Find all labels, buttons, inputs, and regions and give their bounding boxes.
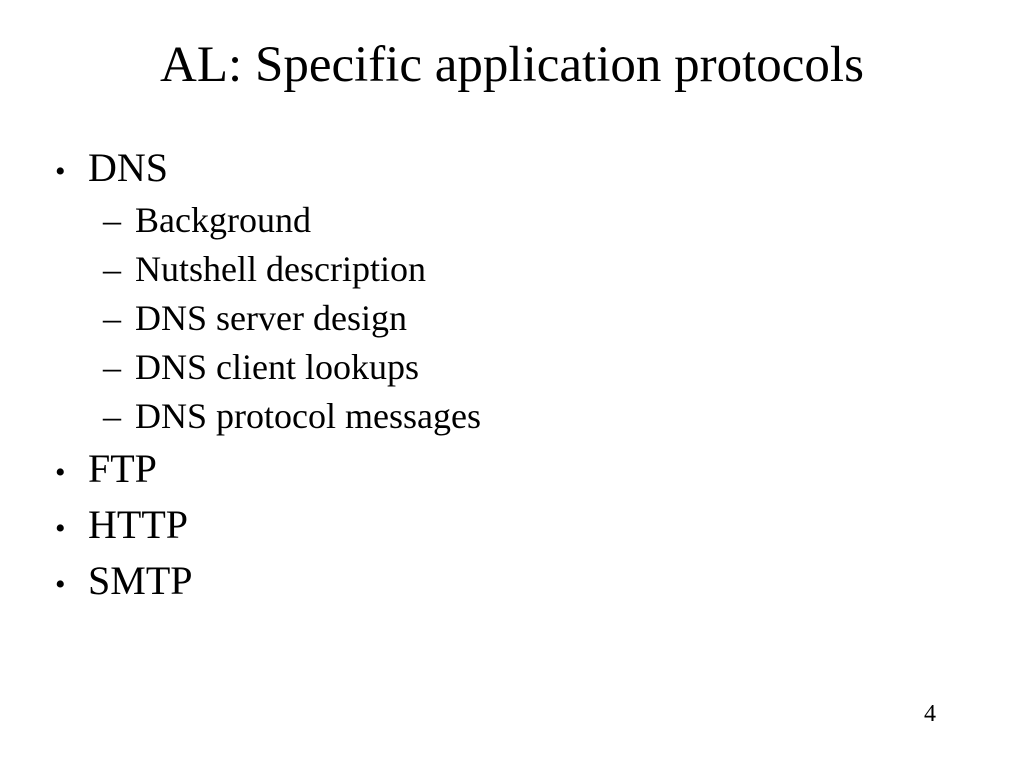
sub-item-dns-client-lookups: – DNS client lookups: [55, 343, 481, 392]
dash-icon: –: [103, 298, 121, 338]
dash-icon: –: [103, 396, 121, 436]
sub-item-background: – Background: [55, 196, 481, 245]
bullet-icon: •: [55, 155, 66, 188]
dash-icon: –: [103, 347, 121, 387]
sub-item-dns-server-design: – DNS server design: [55, 294, 481, 343]
list-item-dns: • DNS: [55, 140, 481, 196]
dash-icon: –: [103, 249, 121, 289]
list-item-label: FTP: [88, 446, 157, 491]
list-item-label: HTTP: [88, 502, 188, 547]
slide-title: AL: Specific application protocols: [160, 37, 864, 93]
list-item-http: • HTTP: [55, 497, 481, 553]
bullet-list: • DNS – Background – Nutshell descriptio…: [55, 140, 481, 609]
sub-item-label: DNS server design: [135, 298, 407, 338]
sub-item-dns-protocol-messages: – DNS protocol messages: [55, 392, 481, 441]
sub-item-label: DNS protocol messages: [135, 396, 481, 436]
list-item-ftp: • FTP: [55, 441, 481, 497]
sub-item-nutshell-description: – Nutshell description: [55, 245, 481, 294]
bullet-icon: •: [55, 512, 66, 545]
list-item-smtp: • SMTP: [55, 553, 481, 609]
sub-item-label: Background: [135, 200, 311, 240]
bullet-icon: •: [55, 456, 66, 489]
dash-icon: –: [103, 200, 121, 240]
list-item-label: SMTP: [88, 558, 193, 603]
sub-item-label: Nutshell description: [135, 249, 426, 289]
list-item-label: DNS: [88, 145, 169, 190]
page-number: 4: [924, 701, 936, 727]
bullet-icon: •: [55, 568, 66, 601]
sub-item-label: DNS client lookups: [135, 347, 419, 387]
